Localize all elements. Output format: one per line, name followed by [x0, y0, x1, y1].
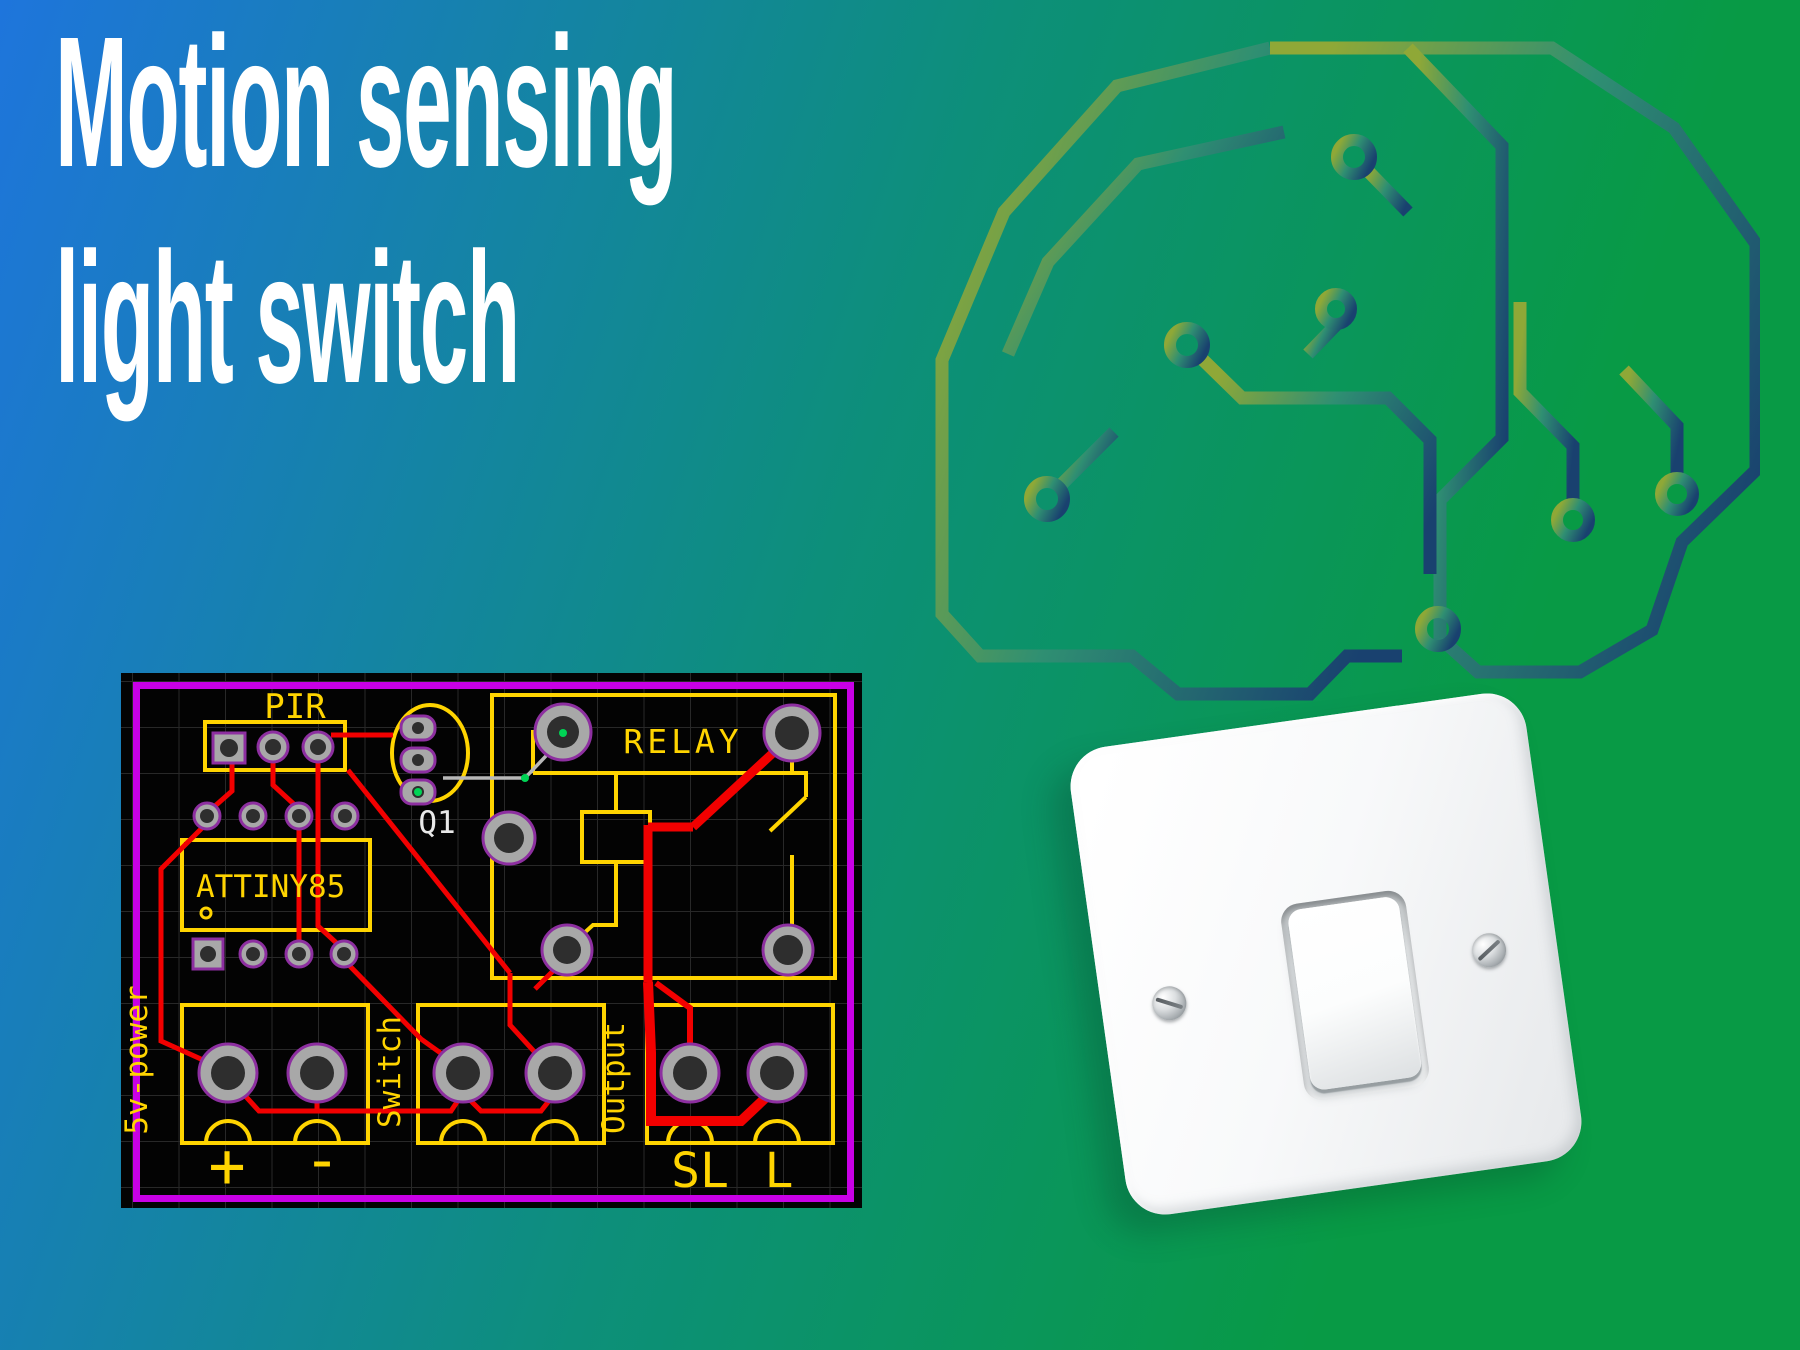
circuit-brain-logo	[935, 41, 1760, 701]
pad-hole	[553, 936, 581, 964]
pad-hole	[412, 754, 424, 766]
light-switch-photo	[1065, 688, 1587, 1220]
power-label: 5v-power	[121, 985, 155, 1134]
pad-hole	[337, 947, 351, 961]
terminal-arc	[753, 1119, 801, 1144]
pad-hole	[773, 935, 803, 965]
title-line-2: light switch	[55, 215, 520, 422]
via-circle	[1331, 134, 1377, 180]
terminal-arc	[204, 1119, 252, 1144]
via-circle	[1655, 472, 1699, 516]
pad-hole	[538, 1056, 572, 1090]
pad-hole	[292, 947, 306, 961]
red-trace	[315, 762, 345, 951]
pad-square	[211, 731, 247, 765]
pad-hole	[775, 716, 809, 750]
terminal-arc	[531, 1119, 579, 1144]
pad-hole	[246, 809, 260, 823]
switch-label: Switch	[372, 1016, 408, 1128]
power-terminal-outline	[180, 1003, 370, 1145]
red-trace	[346, 768, 512, 975]
l-label: L	[765, 1143, 794, 1199]
screw-left	[1150, 984, 1189, 1023]
via-circle	[1315, 288, 1357, 330]
pad-hole	[760, 1056, 794, 1090]
pad-hole	[246, 947, 260, 961]
brain-right-outline	[1270, 41, 1760, 679]
pcb-green-dots	[414, 729, 567, 796]
via-dot	[559, 729, 567, 737]
via-circle	[1164, 322, 1210, 368]
brain-right-trace	[1619, 365, 1684, 478]
brain-trace-via1	[1361, 164, 1413, 217]
q1-label: Q1	[418, 805, 455, 841]
brain-central-channel	[1403, 43, 1509, 638]
pad-hole	[300, 1056, 334, 1090]
pad-hole	[412, 722, 424, 734]
pcb-board-outline	[133, 682, 854, 1202]
brain-vias-group	[1024, 134, 1699, 652]
pad-hole	[338, 809, 352, 823]
pad-hole	[673, 1056, 707, 1090]
pcb-layout-image: PIR ATTINY85 RELAY Q1 5v-power Switch Ou…	[121, 673, 862, 1208]
pad-hole	[310, 739, 326, 755]
pad-hole	[200, 809, 214, 823]
red-trace	[158, 821, 225, 1072]
rocker-switch	[1286, 895, 1423, 1092]
brain-inner-left-contour	[1002, 125, 1286, 357]
screw-slot	[1155, 997, 1184, 1010]
pcb-pads	[191, 702, 822, 1104]
pad-hole	[265, 739, 281, 755]
output-label: Output	[596, 1022, 632, 1134]
pad-hole	[292, 809, 306, 823]
brain-trace-via4	[1053, 427, 1119, 493]
brain-left-outline	[935, 41, 1402, 701]
pad-hole	[494, 823, 524, 853]
relay-label: RELAY	[623, 722, 742, 761]
title-line-1: Motion sensing	[55, 0, 678, 206]
terminal-arc	[293, 1119, 341, 1144]
screw-slot	[1477, 939, 1501, 962]
brain-right-channel	[1513, 302, 1580, 504]
minus-label: -	[303, 1123, 340, 1196]
via-circle	[1551, 498, 1595, 542]
attiny85-pin1-mark	[199, 906, 213, 920]
terminal-arc	[439, 1119, 487, 1144]
brain-trace-via2	[1303, 320, 1341, 359]
pir-label: PIR	[264, 687, 326, 727]
brain-mid-trace	[1194, 351, 1437, 574]
via-dot	[414, 788, 422, 796]
red-trace	[270, 762, 299, 809]
plus-label: +	[208, 1129, 245, 1202]
sl-label: SL	[671, 1143, 729, 1199]
pad-hole	[220, 739, 238, 757]
attiny85-label: ATTINY85	[196, 869, 345, 905]
attiny85-outline	[180, 838, 372, 932]
via-dot	[521, 774, 529, 782]
pad-hole	[446, 1056, 480, 1090]
via-circle	[1024, 476, 1070, 522]
brain-outline-group	[935, 41, 1760, 701]
via-circle	[1415, 606, 1461, 652]
screw-right	[1469, 931, 1509, 970]
pad-hole	[211, 1056, 245, 1090]
rocker-recess	[1278, 888, 1432, 1103]
pad-hole	[200, 946, 216, 962]
